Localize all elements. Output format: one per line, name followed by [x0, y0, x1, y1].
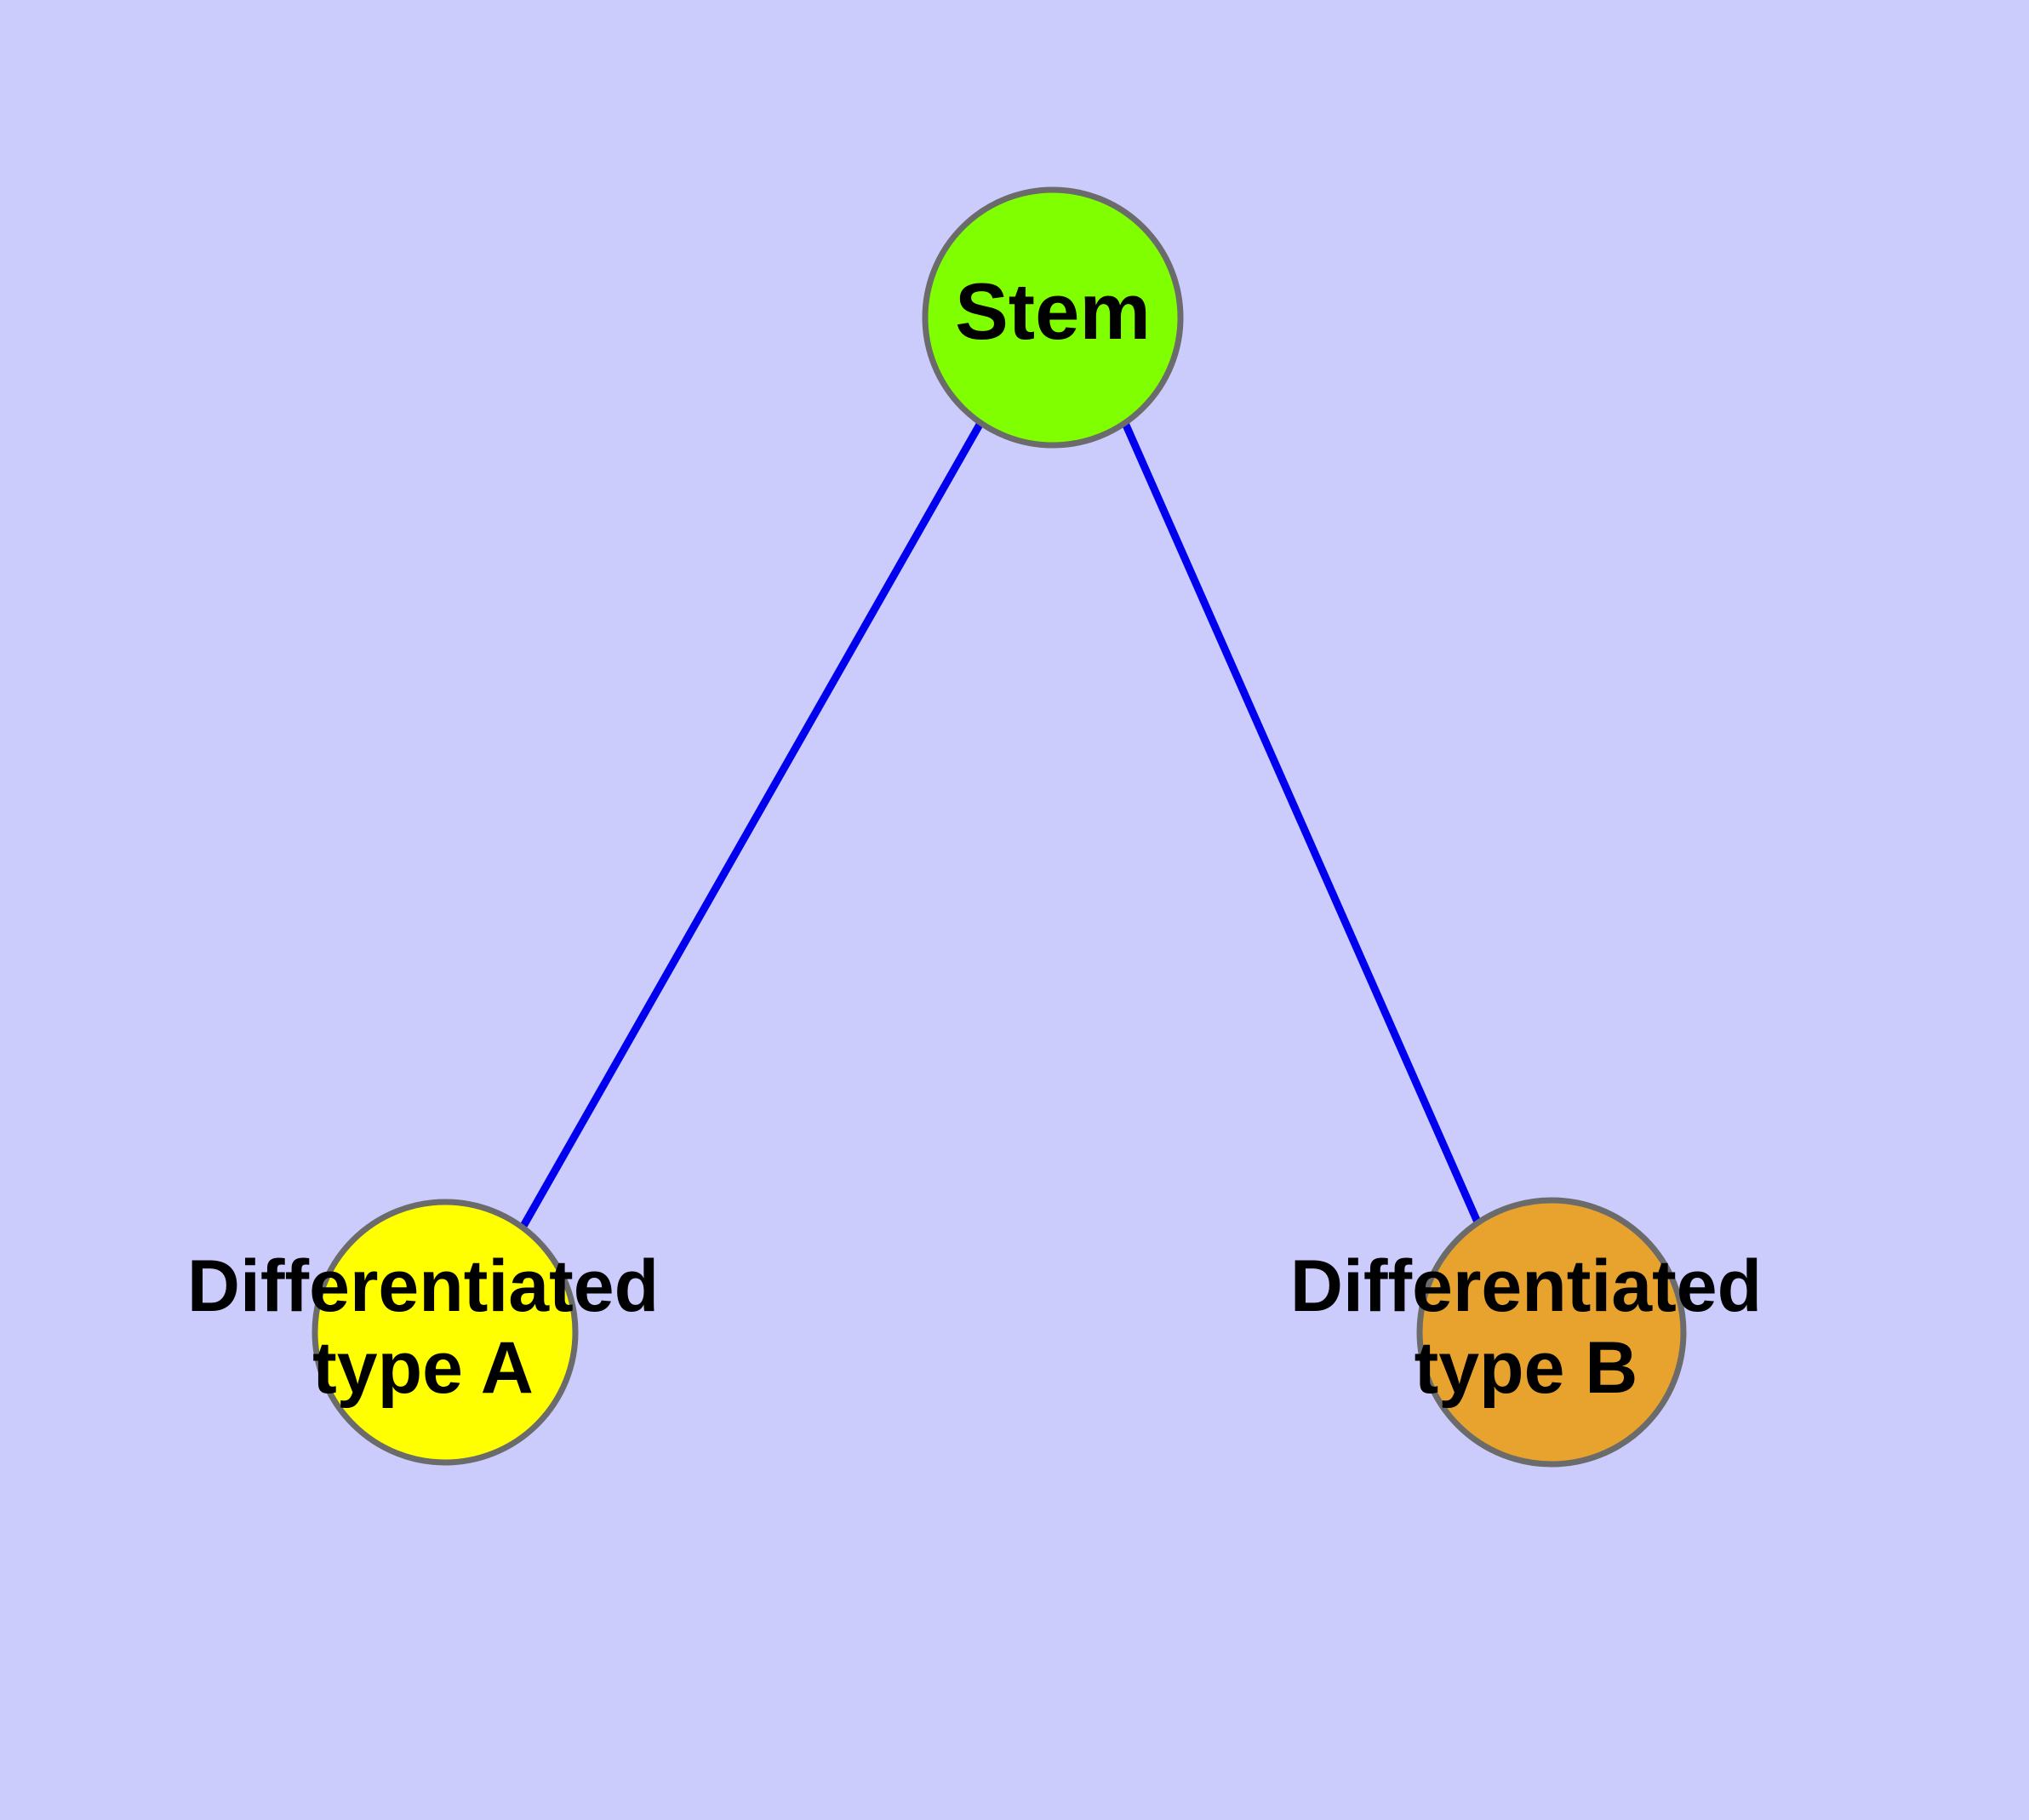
node-label-line: Differentiated [187, 1245, 659, 1327]
node-circle-diff_b[interactable] [1416, 1197, 1687, 1468]
node-stem[interactable]: Stem [922, 186, 1184, 449]
node-label-line: type B [1415, 1327, 1638, 1409]
edges-layer [519, 421, 1483, 1230]
node-label-stem: Stem [955, 266, 1151, 356]
node-circle-stem[interactable] [922, 186, 1184, 449]
node-label-line: type A [312, 1327, 534, 1409]
node-circle-diff_a[interactable] [311, 1199, 579, 1466]
node-label-line: Stem [955, 266, 1151, 356]
edge-stem-diff-a[interactable] [519, 421, 984, 1230]
node-label-line: Differentiated [1290, 1245, 1762, 1327]
edge-stem-diff-b[interactable] [1121, 421, 1483, 1228]
